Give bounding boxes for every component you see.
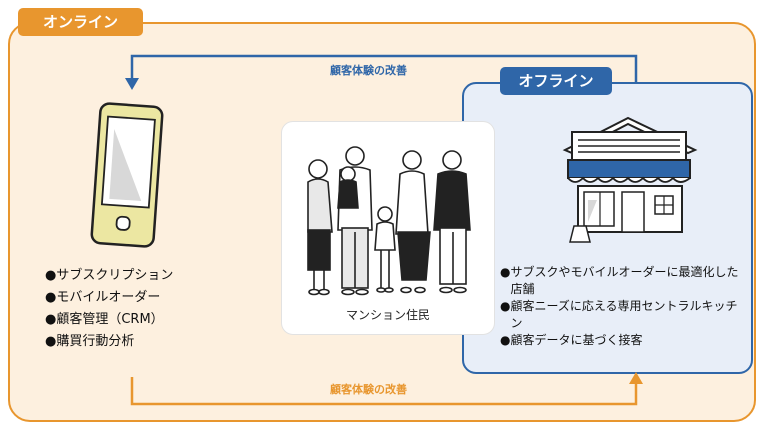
offline-feature-list: ●サブスクやモバイルオーダーに最適化した店舗 ●顧客ニーズに応える専用セントラル… [500, 264, 740, 349]
bullet-icon: ● [45, 312, 57, 327]
list-item: ●顧客管理（CRM） [45, 309, 173, 331]
online-feature-list: ●サブスクリプション ●モバイルオーダー ●顧客管理（CRM） ●購買行動分析 [45, 265, 173, 353]
list-item: ●サブスクリプション [45, 265, 173, 287]
top-arrowhead [125, 78, 139, 90]
list-item: ●顧客ニーズに応える専用セントラルキッチン [500, 299, 738, 330]
list-item: ●サブスクやモバイルオーダーに最適化した店舗 [500, 265, 739, 296]
bottom-flow-arrow [130, 377, 638, 406]
bottom-flow-label: 顧客体験の改善 [330, 383, 407, 396]
bullet-icon: ● [45, 290, 57, 305]
residents-caption: マンション住民 [345, 308, 430, 322]
bottom-arrowhead [629, 372, 643, 384]
bullet-icon: ● [45, 334, 57, 349]
top-flow-label: 顧客体験の改善 [330, 64, 407, 77]
list-item: ●モバイルオーダー [45, 287, 173, 309]
store-icon [562, 116, 698, 243]
list-item: ●購買行動分析 [45, 331, 173, 353]
bullet-icon: ● [45, 268, 57, 283]
list-item: ●顧客データに基づく接客 [500, 333, 643, 347]
offline-tag: オフライン [500, 67, 612, 95]
bullet-icon: ● [500, 265, 511, 279]
residents-illustration [307, 146, 471, 296]
top-flow-arrow [130, 54, 638, 82]
online-tag: オンライン [18, 8, 143, 36]
residents-card [281, 121, 495, 335]
bullet-icon: ● [500, 299, 511, 313]
bullet-icon: ● [500, 333, 511, 347]
smartphone-icon [90, 102, 164, 248]
